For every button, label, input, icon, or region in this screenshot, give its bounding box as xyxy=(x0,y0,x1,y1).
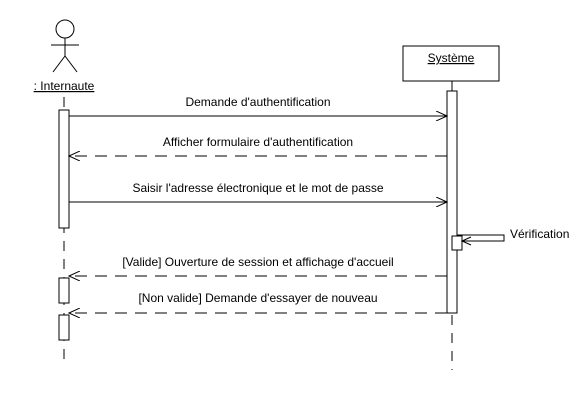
message-label-4: Vérification xyxy=(510,227,569,241)
self-message-arrow xyxy=(457,234,505,242)
message-label-1: Demande d'authentification xyxy=(185,95,330,109)
system-object-label: Système xyxy=(428,51,475,65)
message-label-6: [Non valide] Demande d'essayer de nouvea… xyxy=(138,291,377,305)
user-activation-bar xyxy=(58,109,70,229)
user-activation-bar-invalid xyxy=(58,314,70,341)
message-label-2: Afficher formulaire d'authentification xyxy=(163,135,353,149)
self-message-arrowhead xyxy=(460,236,472,246)
message-label-3: Saisir l'adresse électronique et le mot … xyxy=(132,181,383,195)
message-label-5: [Valide] Ouverture de session et afficha… xyxy=(122,255,393,269)
user-actor-icon xyxy=(51,19,79,73)
system-object-box xyxy=(402,45,500,82)
user-actor-label: : Internaute xyxy=(34,79,95,93)
system-activation-bar xyxy=(446,90,458,314)
user-activation-bar-valid xyxy=(58,277,70,304)
system-self-activation-bar xyxy=(451,235,463,251)
